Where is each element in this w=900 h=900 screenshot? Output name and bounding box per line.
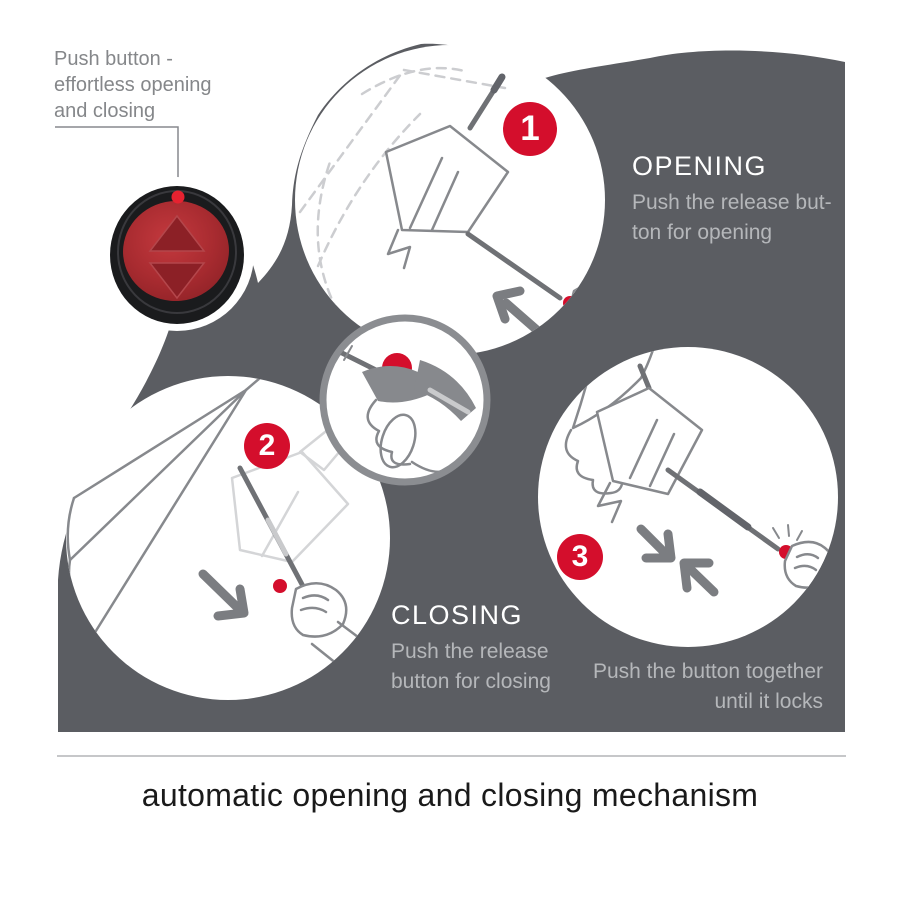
page-title: automatic opening and closing mechanism	[141, 777, 759, 813]
button-indicator-dot	[171, 190, 185, 204]
step-1-badge: 1	[503, 102, 557, 156]
closing-heading: CLOSING	[391, 600, 524, 630]
umbrella-lock-illustration	[564, 347, 838, 597]
release-button-dot	[273, 579, 287, 593]
lock-instruction: Push the button together until it locks	[592, 660, 823, 713]
push-button-photo	[100, 177, 254, 331]
wrist-strap	[379, 413, 417, 469]
down-triangle-icon	[148, 262, 206, 300]
handle-detail-illustration	[333, 341, 476, 474]
callout-line	[55, 126, 179, 192]
step-3-badge: 3	[557, 534, 603, 580]
closing-instruction: Push the release button for closing	[391, 640, 551, 693]
handle	[362, 366, 430, 403]
arrow-down-right-icon	[198, 569, 249, 621]
step-2-badge: 2	[244, 423, 290, 469]
arrows-converging-icon	[636, 524, 719, 597]
folded-canopy	[595, 386, 704, 496]
opening-instruction: Push the release but- ton for opening	[632, 191, 832, 244]
opening-heading: OPENING	[632, 151, 768, 181]
folded-canopy	[384, 124, 510, 234]
push-button-label: Push button - effortless opening and clo…	[54, 48, 212, 122]
separator-line	[57, 755, 846, 757]
up-triangle-icon	[148, 214, 206, 252]
